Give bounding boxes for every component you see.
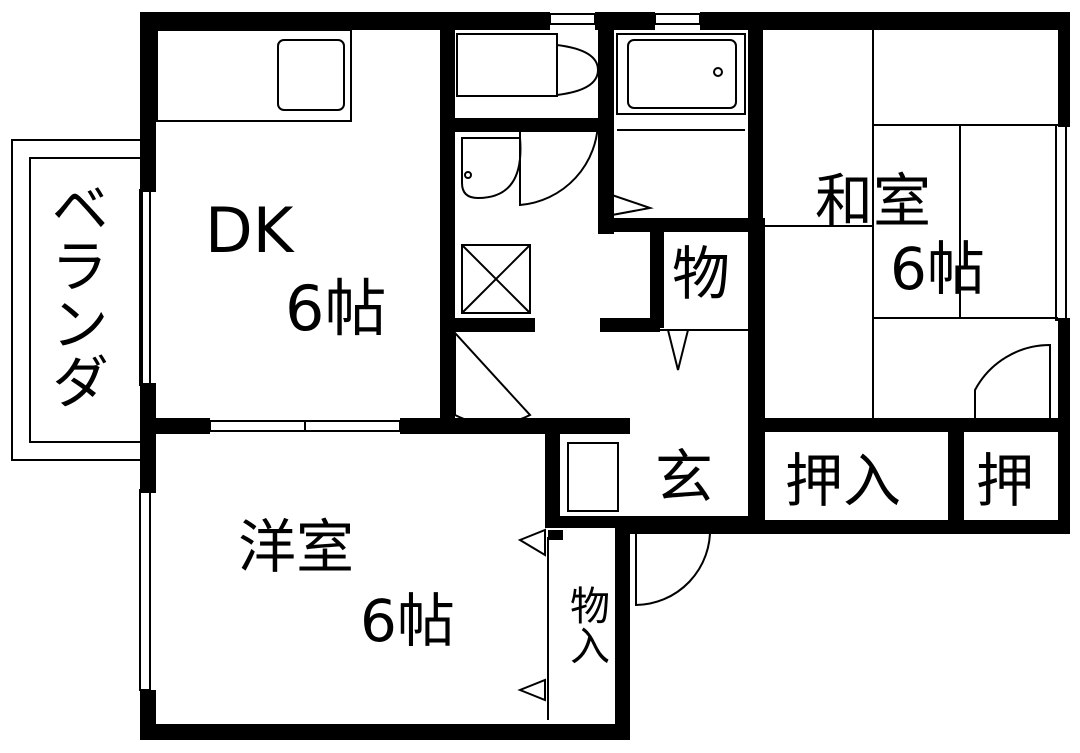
oshiire-label: 押入 [785,447,902,515]
youshitsu-room-size: 6帖 [360,587,455,655]
storage-monoire-label: 物入 [563,585,609,665]
dk-room-name: DK [205,194,294,267]
washitsu-room-name: 和室 [815,167,932,235]
oshi-label: 押 [976,447,1035,515]
veranda-label: ベランダ [41,178,109,410]
dk-room-size: 6帖 [285,272,387,345]
washitsu-room-size: 6帖 [890,235,985,303]
storage-mono-label: 物 [672,240,731,308]
veranda-outline [11,139,143,461]
youshitsu-room-name: 洋室 [238,513,355,581]
walls [140,12,1070,740]
genkan-label: 玄 [655,443,714,511]
